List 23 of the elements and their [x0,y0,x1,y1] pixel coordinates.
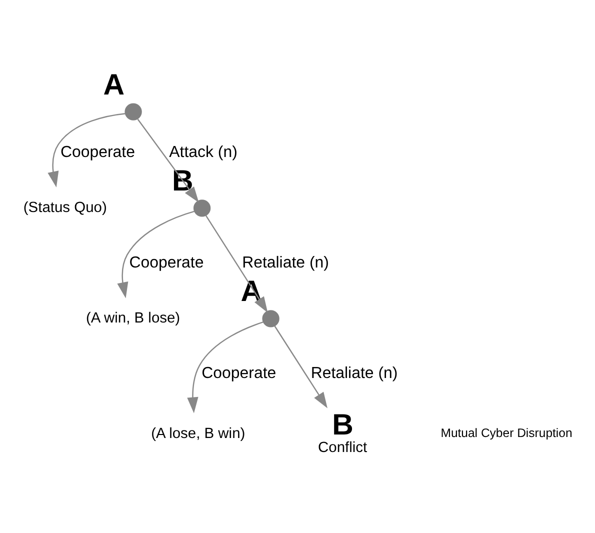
node-circle [124,103,142,120]
edge-label: Attack (n) [169,144,238,162]
node-circle [193,200,211,217]
edge-label: Cooperate [202,365,276,382]
node-text: (Status Quo) [23,200,107,216]
arrow [274,326,328,408]
node-label: Conflict [318,440,368,456]
arrow [187,322,264,414]
node-text: B [332,408,354,442]
node-label: B [172,164,194,198]
edge-label: Retaliate (n) [242,254,329,272]
arrow [117,210,195,298]
node-text: (A lose, B win) [151,426,246,442]
node-circle [262,310,280,328]
arrow [205,215,268,313]
label: Mutual Cyber Disruption [440,426,572,440]
arrow [48,113,126,188]
node-label: A [103,68,124,102]
edge-label: Cooperate [60,144,135,162]
edge-label: Cooperate [129,254,204,272]
edge-label: Retaliate (n) [310,365,398,382]
arrow [137,118,199,203]
node-text: (A win, B lose) [86,310,180,326]
